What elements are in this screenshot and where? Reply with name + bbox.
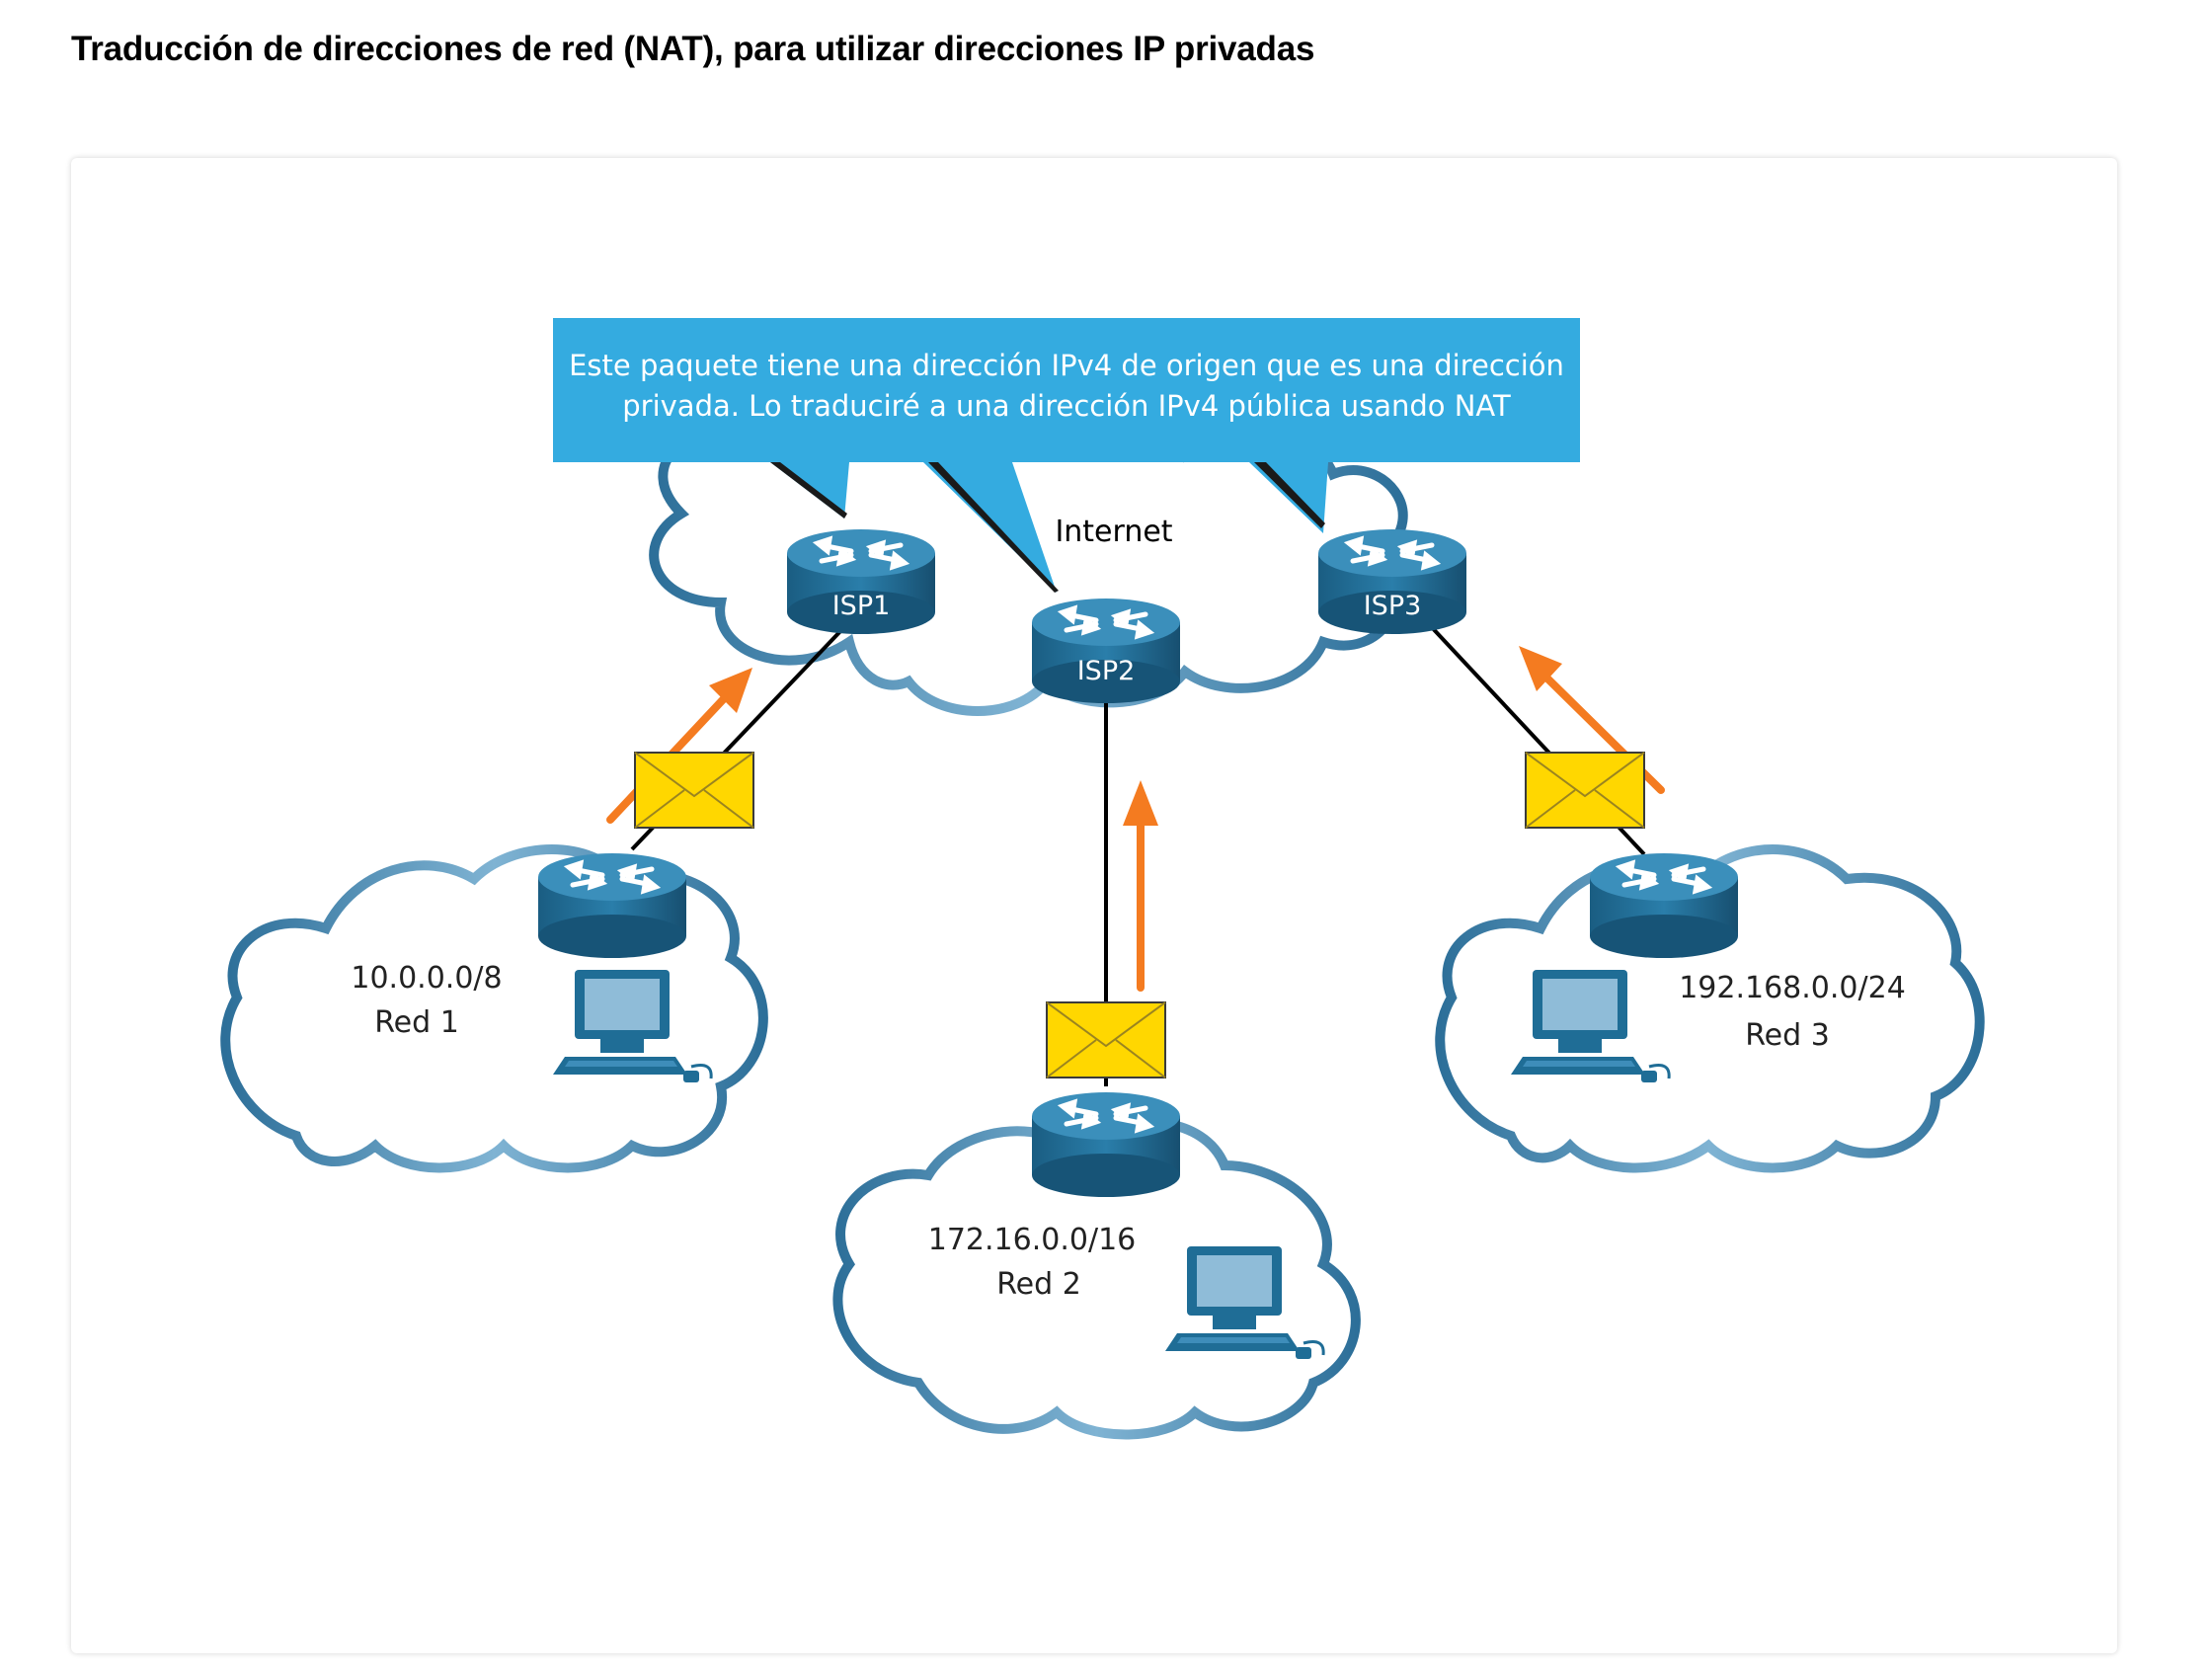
red-3-name: Red 3 [1745, 1018, 1830, 1053]
cloud-icon-red-2 [832, 1118, 1361, 1440]
red-1-address: 10.0.0.0/8 [351, 961, 502, 996]
page-title: Traducción de direcciones de red (NAT), … [71, 30, 1315, 68]
red-2-name: Red 2 [996, 1267, 1081, 1302]
envelope-icon-red-3 [1525, 752, 1645, 829]
router-icon-red-2 [1032, 1092, 1180, 1197]
internet-label: Internet [1055, 515, 1172, 549]
router-icon-red-3 [1590, 853, 1738, 958]
router-icon-red-1 [538, 853, 686, 958]
callout-text: Este paquete tiene una dirección IPv4 de… [569, 349, 1564, 423]
red-2-address: 172.16.0.0/16 [928, 1223, 1137, 1257]
envelope-icon-red-2 [1046, 1001, 1166, 1078]
router-icon-isp2 [1032, 599, 1180, 703]
cloud-icon-red-3 [1435, 844, 1985, 1173]
isp3-label: ISP3 [1364, 591, 1422, 621]
callout-box [553, 318, 1580, 593]
arrow-icon-red-2 [1123, 780, 1158, 992]
red-3-address: 192.168.0.0/24 [1679, 971, 1906, 1005]
envelope-icon-red-1 [634, 752, 754, 829]
red-1-name: Red 1 [374, 1005, 459, 1040]
isp2-label: ISP2 [1077, 656, 1136, 686]
isp1-label: ISP1 [832, 591, 891, 621]
